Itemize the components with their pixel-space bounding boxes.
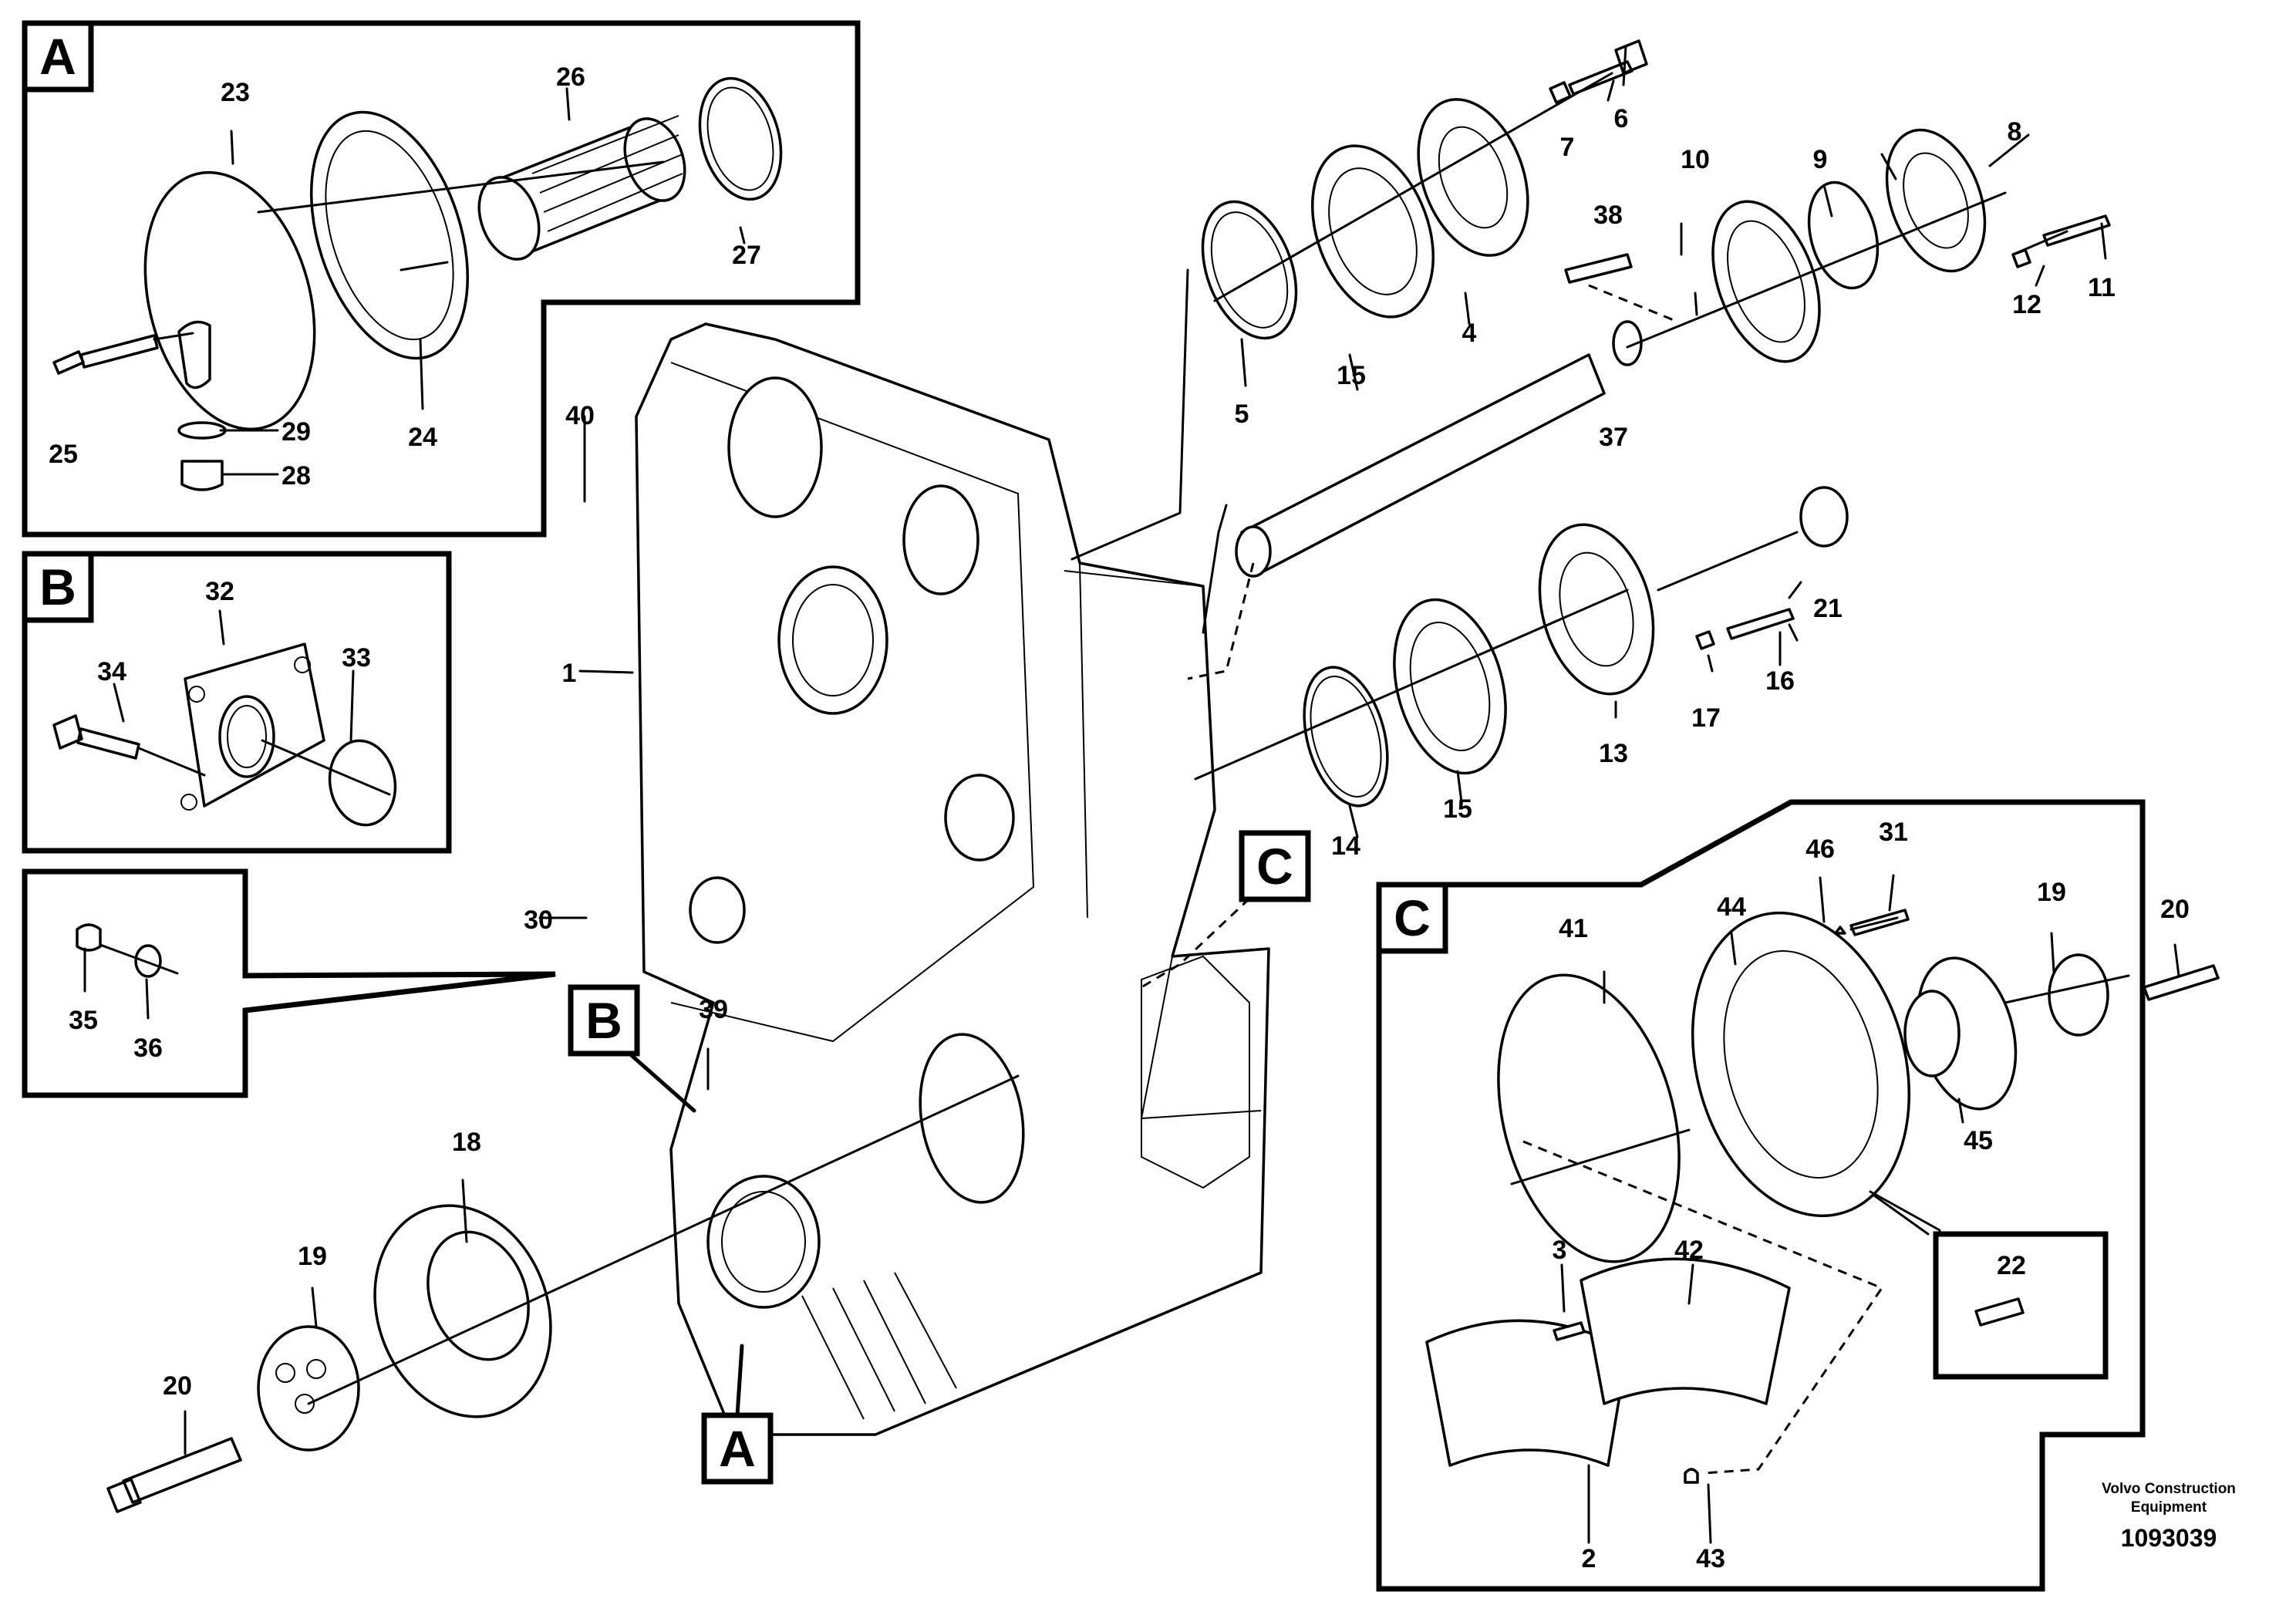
callout-42: 42 [1674,1236,1704,1265]
callout-3: 3 [1553,1236,1567,1265]
callout-16: 16 [1765,666,1795,696]
callout-13: 13 [1599,739,1628,768]
gear-bolt [2143,964,2220,1001]
callout-17: 17 [1691,703,1721,733]
callout-19-main: 19 [298,1242,327,1271]
callout-38: 38 [1593,201,1623,230]
detail-panel-screw-washer [22,868,556,1098]
callout-15-lower: 15 [1443,794,1472,824]
lower-output-parts [106,486,1849,1513]
pump-housing [1691,911,1911,1218]
callout-45: 45 [1964,1126,1993,1155]
maker-name-line2: Equipment [2131,1499,2207,1516]
callout-24: 24 [408,423,437,452]
callout-28: 28 [282,461,311,491]
callout-34: 34 [97,657,126,686]
callout-30: 30 [524,905,553,935]
detail-tag-c: C [1394,889,1431,946]
callout-8: 8 [2008,117,2022,147]
input-shaft [1240,353,1606,572]
callout-44: 44 [1717,892,1746,922]
callout-numbers: 23 26 27 24 25 29 28 32 34 33 35 36 40 1… [49,62,2190,1573]
callout-31: 31 [1879,818,1908,847]
maker-name-line1: Volvo Construction [2102,1481,2236,1497]
callout-6: 6 [1614,104,1629,133]
plate-bolt [52,714,140,760]
detail-panel-a: A [22,20,861,538]
callout-11: 11 [2088,273,2116,302]
detail-tag-a: A [39,28,76,85]
detail-panel-b: B [22,551,452,854]
callout-46: 46 [1805,835,1835,864]
callout-29: 29 [282,417,311,447]
detail-panel-c: C [1376,799,2220,1592]
callout-35: 35 [69,1006,98,1035]
placement-tag-c-text: C [1256,838,1293,895]
callout-12: 12 [2012,290,2041,319]
callout-41: 41 [1559,914,1588,943]
callout-1: 1 [562,659,577,688]
drawing-number: 1093039 [2121,1524,2217,1552]
callout-20-main: 20 [163,1371,192,1401]
callout-19-detail: 19 [2037,878,2066,907]
upper-shaft-assembly [1187,39,2111,680]
detail-tag-b: B [39,558,76,615]
placement-tag-a: A [701,1344,774,1485]
callout-23: 23 [221,78,250,107]
callout-43: 43 [1696,1544,1725,1573]
cover-gasket-c [1497,973,1681,1263]
leader-lines [184,45,2180,1544]
dowel-pin [1974,1297,2025,1327]
callout-22: 22 [1997,1251,2026,1280]
callout-2: 2 [1582,1544,1596,1573]
flange-washer-plate [257,1325,360,1452]
transmission-housing [635,268,1270,1436]
placement-tag-b: B [568,984,696,1113]
callout-10: 10 [1681,145,1710,174]
callout-20-detail: 20 [2160,895,2190,924]
placement-tag-c: C [1141,830,1311,989]
callout-15-upper: 15 [1337,361,1366,390]
drawing-footer: Volvo Construction Equipment 1093039 [2102,1481,2236,1552]
callout-40: 40 [565,401,595,430]
callout-27: 27 [732,241,761,270]
callout-5: 5 [1235,400,1249,429]
callout-39: 39 [699,995,728,1024]
placement-tag-a-text: A [719,1420,756,1477]
cover-gasket [309,110,470,360]
callout-26: 26 [556,62,585,92]
callout-36: 36 [133,1034,163,1063]
placement-tag-b-text: B [585,992,622,1049]
flange-bolt [106,1437,242,1513]
callout-32: 32 [205,577,234,606]
callout-4: 4 [1462,319,1477,348]
gear-washer-plate [2048,953,2109,1037]
callout-37: 37 [1599,423,1628,452]
callout-21: 21 [1813,594,1843,623]
callout-9: 9 [1813,145,1828,174]
half-shell-upper [1580,1257,1791,1405]
callout-33: 33 [342,643,371,673]
callout-7: 7 [1560,133,1575,162]
callout-18: 18 [452,1128,481,1157]
filter-element [477,115,686,261]
callout-14: 14 [1331,831,1360,861]
callout-25: 25 [49,440,78,469]
